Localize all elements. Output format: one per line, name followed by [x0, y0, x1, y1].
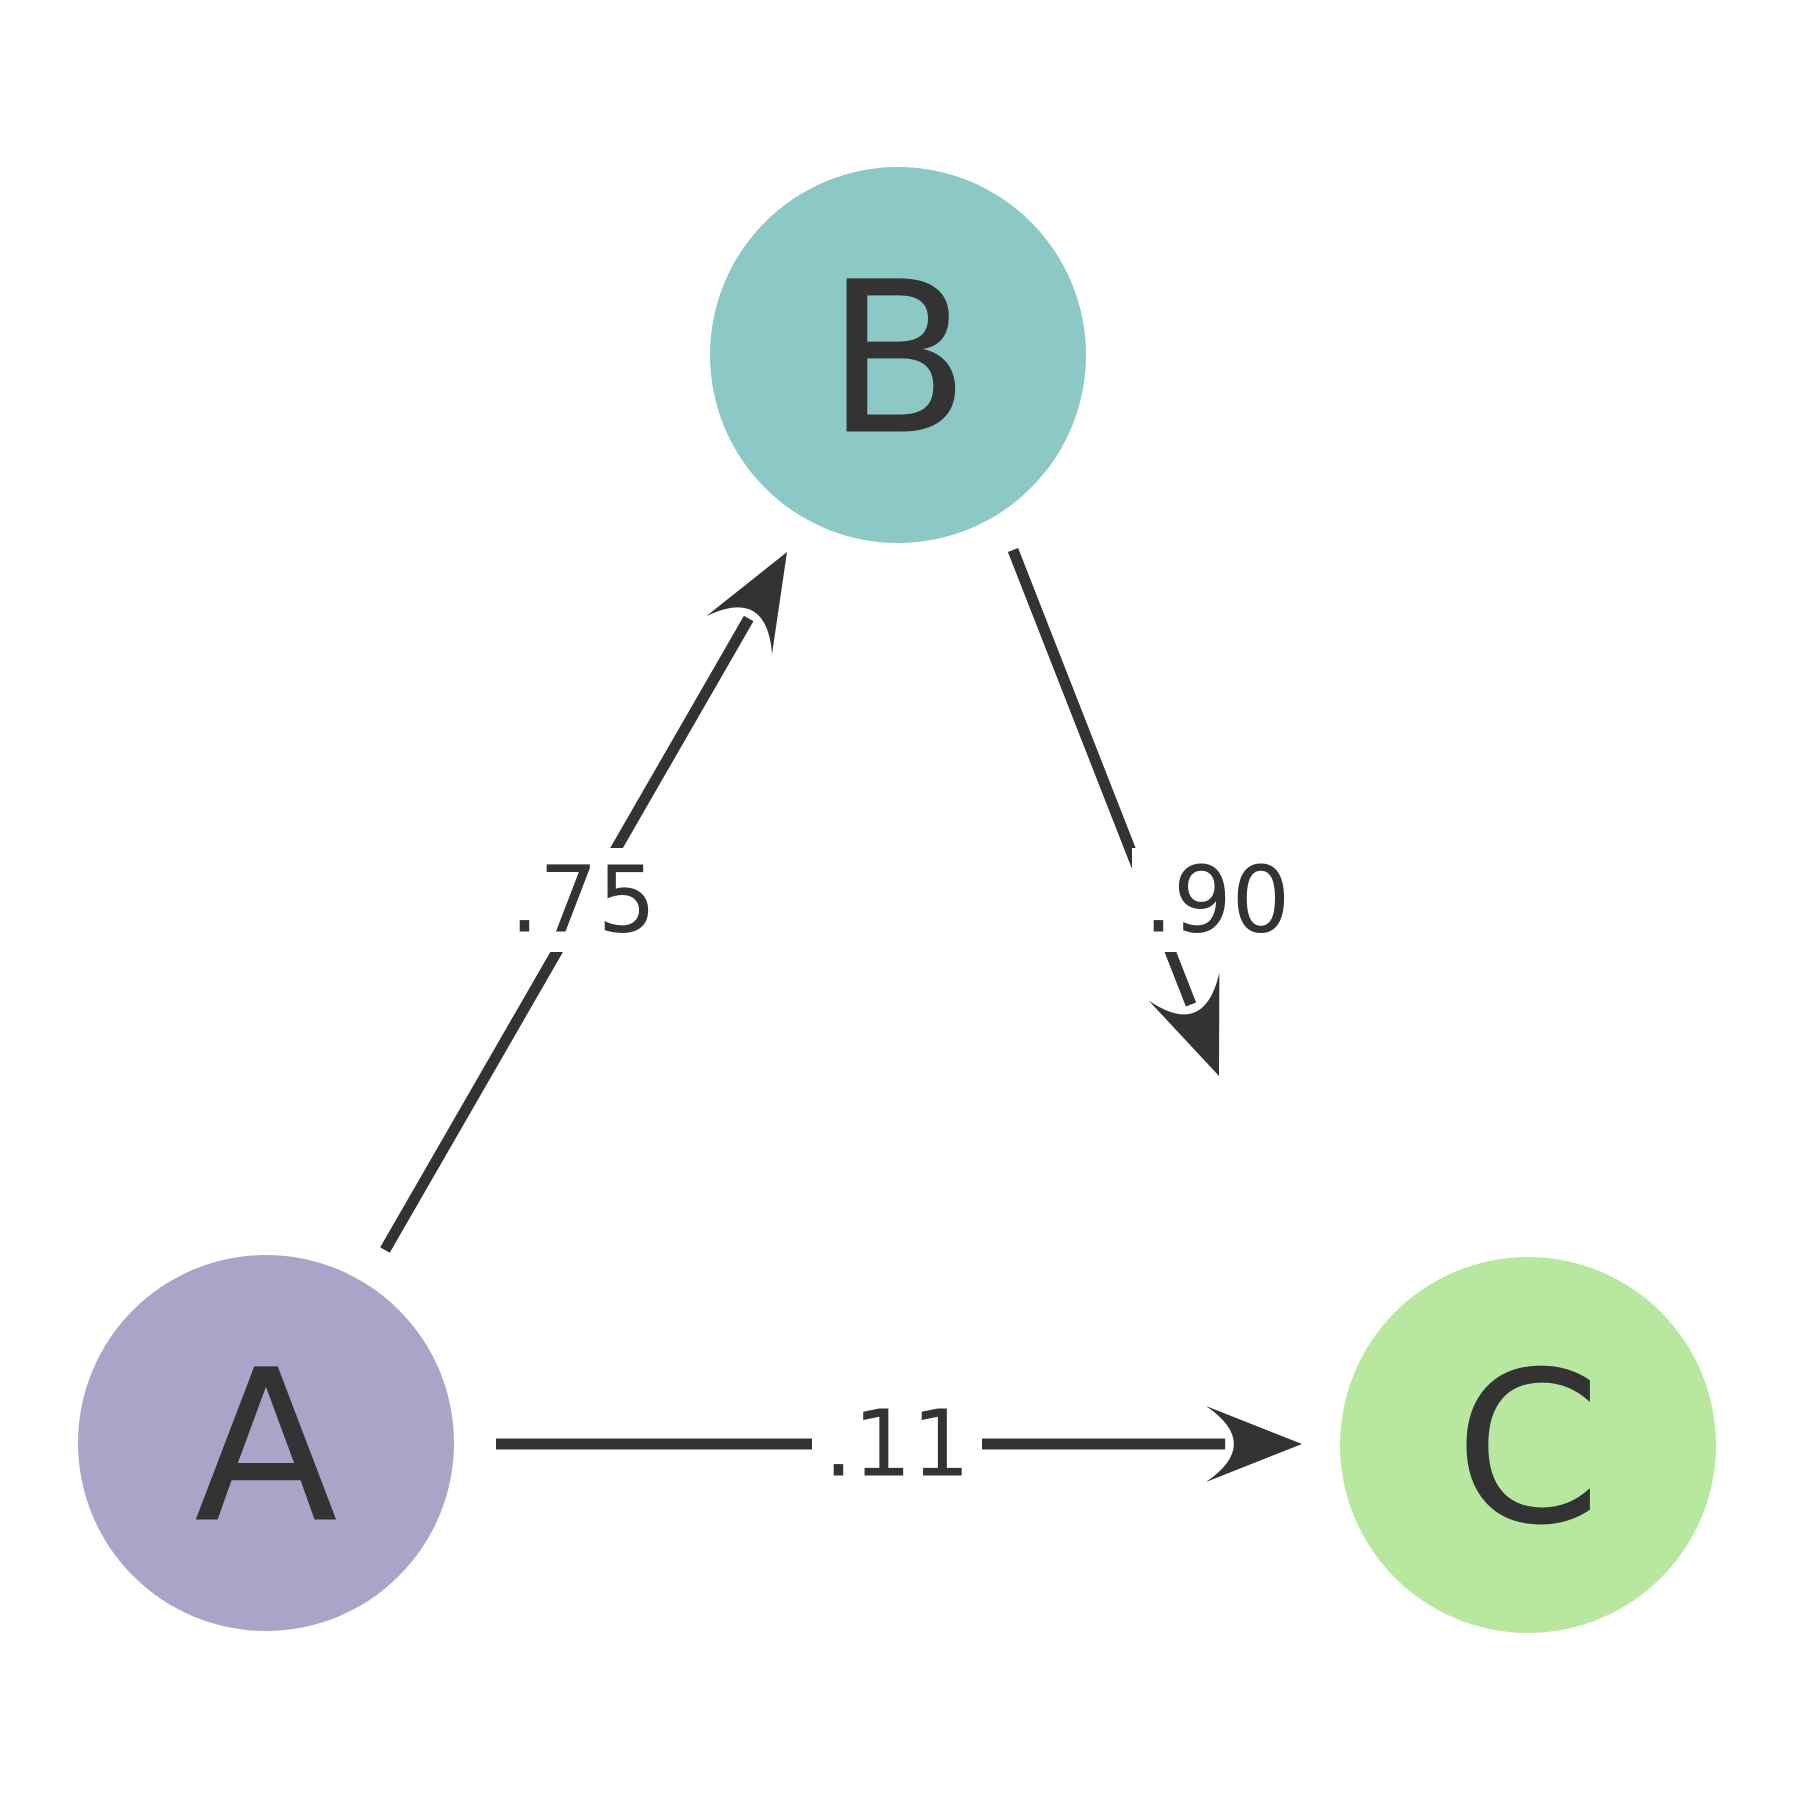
node-b-circle[interactable]: [710, 167, 1086, 543]
edge-label-a-b-text: .75: [510, 847, 656, 954]
node-c-circle[interactable]: [1340, 1257, 1716, 1633]
edge-b-c-arrowhead: [1148, 972, 1220, 1076]
node-b-label: B: [826, 237, 970, 482]
edge-label-a-c-backdrop: [812, 1392, 982, 1496]
edge-labels-layer: .75 .90 .11: [498, 847, 1302, 1498]
node-a-circle[interactable]: [78, 1255, 454, 1631]
edge-label-a-b-backdrop: [498, 848, 668, 952]
edge-label-a-b: .75: [498, 847, 668, 954]
edge-label-b-c: .90: [1132, 847, 1302, 954]
node-a[interactable]: A: [78, 1255, 454, 1631]
nodes-layer: A B C: [78, 167, 1716, 1633]
edge-a-c-arrowhead: [1206, 1406, 1302, 1482]
edge-label-b-c-backdrop: [1132, 848, 1302, 952]
edges-layer: [380, 547, 1302, 1482]
node-c-label: C: [1455, 1327, 1602, 1572]
edge-label-a-c: .11: [812, 1391, 982, 1498]
node-a-label: A: [194, 1325, 338, 1570]
edge-a-b-arrowhead: [706, 552, 787, 655]
edge-label-b-c-text: .90: [1144, 847, 1290, 954]
edge-b-c[interactable]: [1007, 547, 1220, 1076]
node-c[interactable]: C: [1340, 1257, 1716, 1633]
edge-label-a-c-text: .11: [824, 1391, 970, 1498]
node-b[interactable]: B: [710, 167, 1086, 543]
